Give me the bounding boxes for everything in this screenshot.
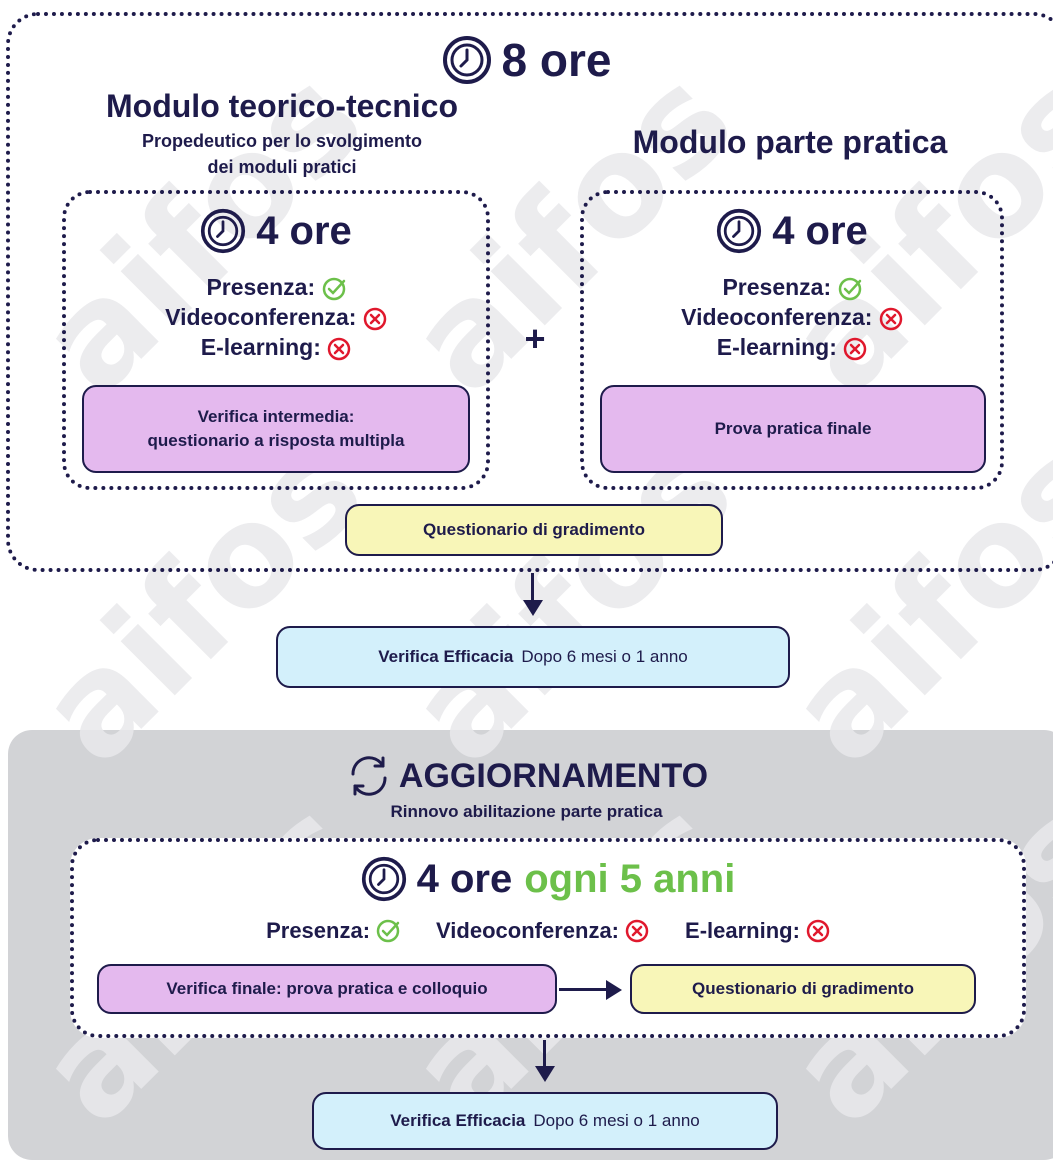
satisfaction-box: Questionario di gradimento [345, 504, 723, 556]
mode-presence: Presenza: [580, 272, 1004, 302]
video-label: Videoconferenza: [681, 304, 873, 330]
arrow-down [531, 573, 534, 605]
presence-label: Presenza: [722, 274, 832, 300]
practical-test-box: Prova pratica finale [600, 385, 986, 473]
cross-icon [844, 337, 867, 361]
video-label: Videoconferenza: [165, 304, 357, 330]
efficacy-box: Verifica Efficacia Dopo 6 mesi o 1 anno [276, 626, 790, 688]
total-hours-header: 8 ore [0, 32, 1053, 88]
clock-icon [361, 856, 406, 902]
arrow-head-icon [535, 1066, 555, 1082]
cross-icon [328, 337, 351, 361]
update-frequency: ogni 5 anni [524, 856, 736, 901]
practice-hours-label: 4 ore [772, 208, 868, 253]
update-header: AGGIORNAMENTO [0, 752, 1053, 800]
efficacy-when: Dopo 6 mesi o 1 anno [521, 647, 688, 666]
arrow-head-icon [606, 980, 622, 1000]
theory-subtitle-2: dei moduli pratici [207, 157, 357, 177]
arrow-down [543, 1040, 546, 1070]
practice-module-box [580, 190, 1004, 490]
theory-title: Modulo teorico-tecnico [106, 88, 458, 124]
elearning-label: E-learning: [716, 334, 837, 360]
practice-title: Modulo parte pratica [632, 124, 948, 160]
update-satisfaction-box: Questionario di gradimento [630, 964, 976, 1014]
video-label: Videoconferenza: [436, 918, 620, 943]
elearning-label: E-learning: [685, 918, 800, 943]
cross-icon [363, 307, 387, 331]
intermediate-test-line2: questionario a risposta multipla [147, 431, 405, 450]
presence-label: Presenza: [206, 274, 316, 300]
efficacy-label: Verifica Efficacia [390, 1111, 526, 1130]
mode-video: Videoconferenza: [580, 302, 1004, 332]
efficacy-when: Dopo 6 mesi o 1 anno [533, 1111, 700, 1130]
clock-icon [442, 36, 491, 84]
update-title: AGGIORNAMENTO [398, 756, 709, 795]
check-icon [322, 277, 345, 301]
arrow-head-icon [523, 600, 543, 616]
update-hours: 4 ore ogni 5 anni [70, 856, 1026, 902]
theory-modes: Presenza: Videoconferenza: E-learning: [62, 272, 490, 362]
plus-sign: + [524, 318, 546, 359]
theory-hours: 4 ore [62, 208, 490, 254]
mode-elearning: E-learning: [580, 332, 1004, 362]
elearning-label: E-learning: [200, 334, 321, 360]
final-test-box: Verifica finale: prova pratica e colloqu… [97, 964, 557, 1014]
arrow-right [559, 988, 609, 991]
check-icon [838, 277, 861, 301]
efficacy-label: Verifica Efficacia [378, 647, 514, 666]
mode-presence: Presenza: [62, 272, 490, 302]
cross-icon [625, 919, 649, 943]
total-hours-label: 8 ore [501, 34, 612, 86]
theory-module-box [62, 190, 490, 490]
mode-video: Videoconferenza: [62, 302, 490, 332]
cross-icon [806, 919, 830, 943]
refresh-icon [351, 756, 387, 796]
clock-icon [201, 208, 246, 254]
mode-elearning: E-learning: [62, 332, 490, 362]
intermediate-test-box: Verifica intermedia: questionario a risp… [82, 385, 470, 473]
theory-subtitle-1: Propedeutico per lo svolgimento [141, 131, 423, 151]
practice-hours: 4 ore [580, 208, 1004, 254]
update-subtitle: Rinnovo abilitazione parte pratica [390, 802, 663, 821]
theory-hours-label: 4 ore [256, 208, 352, 253]
update-hours-label: 4 ore [416, 856, 513, 901]
cross-icon [879, 307, 903, 331]
course-container [6, 12, 1053, 572]
efficacy-box: Verifica Efficacia Dopo 6 mesi o 1 anno [312, 1092, 778, 1150]
check-icon [376, 919, 400, 943]
intermediate-test-line1: Verifica intermedia: [197, 407, 355, 426]
presence-label: Presenza: [266, 918, 371, 943]
clock-icon [717, 208, 762, 254]
practice-modes: Presenza: Videoconferenza: E-learning: [580, 272, 1004, 362]
update-modes: Presenza: Videoconferenza: E-learning: [70, 918, 1026, 944]
